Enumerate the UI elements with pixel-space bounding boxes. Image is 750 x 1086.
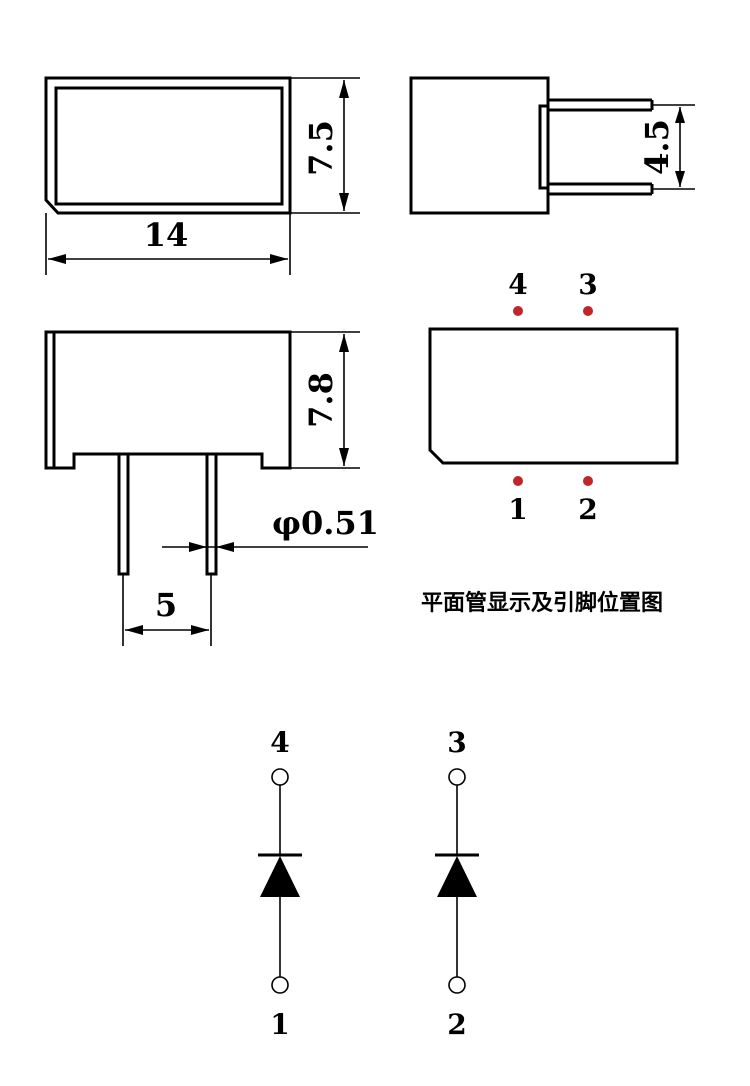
pin-3-marker [583,306,593,316]
diode-left-anode-pin-label: 1 [270,1008,289,1041]
pin-4-label: 4 [508,268,527,301]
diode-right-cathode-pin-label: 3 [447,726,466,759]
side-view: 4.5 [409,76,695,215]
diode-right-icon [437,856,477,897]
pin-view: 7.8 φ0.51 5 [44,330,379,646]
pin-1-label: 1 [508,493,527,526]
top-view-caption: 平面管显示及引脚位置图 [421,590,663,616]
pin-diameter-label: φ0.51 [272,504,379,542]
pin-1-marker [513,476,523,486]
width-dimension-label: 14 [144,216,189,254]
diode-right-anode-pin-label: 2 [447,1008,466,1041]
pin-pitch-label: 5 [155,586,177,624]
diode-left-cathode-pin-label: 4 [270,726,289,759]
diode-schematic-right: 3 2 [435,726,479,1041]
front-view: 7.5 14 [44,76,360,275]
pin-3-label: 3 [578,268,597,301]
diode-schematic-left: 4 1 [258,726,302,1041]
height-dimension-label: 7.5 [302,120,340,176]
body-height-dimension-label: 7.8 [302,372,340,428]
diode-left-icon [260,856,300,897]
pin-4-marker [513,306,523,316]
pin-2-marker [583,476,593,486]
pin-height-dimension-label: 4.5 [638,119,676,175]
top-view: 4 3 1 2 平面管显示及引脚位置图 [421,268,679,616]
pin-2-label: 2 [578,493,597,526]
